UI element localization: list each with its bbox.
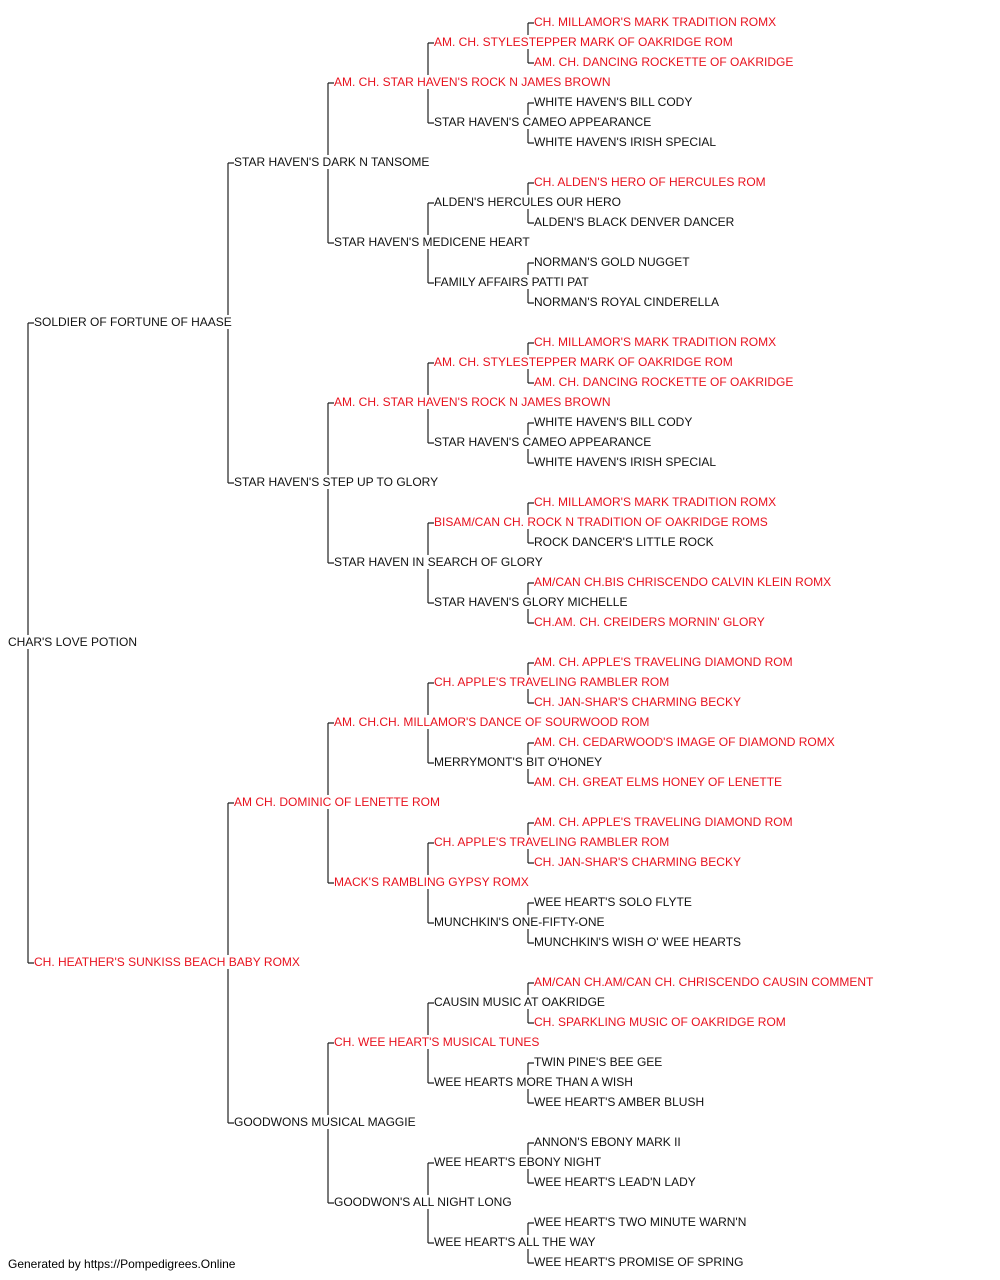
- ancestor-name: WEE HEART'S EBONY NIGHT: [434, 1155, 604, 1169]
- ancestor-name: CH. MILLAMOR'S MARK TRADITION ROMX: [534, 335, 779, 349]
- ancestor-name: GOODWONS MUSICAL MAGGIE: [234, 1115, 418, 1129]
- ancestor-name: WEE HEART'S TWO MINUTE WARN'N: [534, 1215, 749, 1229]
- ancestor-name: MACK'S RAMBLING GYPSY ROMX: [334, 875, 531, 889]
- ancestor-name: STAR HAVEN IN SEARCH OF GLORY: [334, 555, 545, 569]
- ancestor-name: CH. JAN-SHAR'S CHARMING BECKY: [534, 855, 743, 869]
- ancestor-name: STAR HAVEN'S CAMEO APPEARANCE: [434, 115, 654, 129]
- ancestor-name: AM. CH. APPLE'S TRAVELING DIAMOND ROM: [534, 655, 795, 669]
- ancestor-name: MERRYMONT'S BIT O'HONEY: [434, 755, 605, 769]
- ancestor-name: AM. CH.CH. MILLAMOR'S DANCE OF SOURWOOD …: [334, 715, 652, 729]
- ancestor-name: WEE HEARTS MORE THAN A WISH: [434, 1075, 635, 1089]
- ancestor-name: NORMAN'S ROYAL CINDERELLA: [534, 295, 721, 309]
- ancestor-name: AM. CH. STYLESTEPPER MARK OF OAKRIDGE RO…: [434, 355, 735, 369]
- ancestor-name: ANNON'S EBONY MARK II: [534, 1135, 683, 1149]
- ancestor-name: AM. CH. STAR HAVEN'S ROCK N JAMES BROWN: [334, 395, 613, 409]
- ancestor-name: ALDEN'S BLACK DENVER DANCER: [534, 215, 737, 229]
- ancestor-name: BISAM/CAN CH. ROCK N TRADITION OF OAKRID…: [434, 515, 770, 529]
- ancestor-name: TWIN PINE'S BEE GEE: [534, 1055, 665, 1069]
- ancestor-name: CH. APPLE'S TRAVELING RAMBLER ROM: [434, 675, 672, 689]
- ancestor-name: STAR HAVEN'S GLORY MICHELLE: [434, 595, 630, 609]
- ancestor-name: FAMILY AFFAIRS PATTI PAT: [434, 275, 591, 289]
- ancestor-name: CAUSIN MUSIC AT OAKRIDGE: [434, 995, 607, 1009]
- ancestor-name: AM. CH. STYLESTEPPER MARK OF OAKRIDGE RO…: [434, 35, 735, 49]
- ancestor-name: STAR HAVEN'S MEDICENE HEART: [334, 235, 532, 249]
- ancestor-name: CH. MILLAMOR'S MARK TRADITION ROMX: [534, 495, 779, 509]
- ancestor-name: WHITE HAVEN'S IRISH SPECIAL: [534, 455, 719, 469]
- ancestor-name: WHITE HAVEN'S BILL CODY: [534, 415, 695, 429]
- ancestor-name: MUNCHKIN'S WISH O' WEE HEARTS: [534, 935, 744, 949]
- ancestor-name: CH. WEE HEART'S MUSICAL TUNES: [334, 1035, 542, 1049]
- ancestor-name: WEE HEART'S LEAD'N LADY: [534, 1175, 698, 1189]
- ancestor-name: WEE HEART'S PROMISE OF SPRING: [534, 1255, 746, 1269]
- ancestor-name: CH. ALDEN'S HERO OF HERCULES ROM: [534, 175, 768, 189]
- ancestor-name: AM. CH. DANCING ROCKETTE OF OAKRIDGE: [534, 375, 796, 389]
- ancestor-name: WHITE HAVEN'S BILL CODY: [534, 95, 695, 109]
- ancestor-name: WEE HEART'S ALL THE WAY: [434, 1235, 598, 1249]
- ancestor-name: AM. CH. APPLE'S TRAVELING DIAMOND ROM: [534, 815, 795, 829]
- ancestor-name: CH.AM. CH. CREIDERS MORNIN' GLORY: [534, 615, 767, 629]
- ancestor-name: AM. CH. GREAT ELMS HONEY OF LENETTE: [534, 775, 785, 789]
- ancestor-name: STAR HAVEN'S STEP UP TO GLORY: [234, 475, 441, 489]
- ancestor-name: MUNCHKIN'S ONE-FIFTY-ONE: [434, 915, 607, 929]
- ancestor-name: AM. CH. DANCING ROCKETTE OF OAKRIDGE: [534, 55, 796, 69]
- ancestor-name: STAR HAVEN'S DARK N TANSOME: [234, 155, 432, 169]
- ancestor-name: AM. CH. CEDARWOOD'S IMAGE OF DIAMOND ROM…: [534, 735, 837, 749]
- ancestor-name: CH. HEATHER'S SUNKISS BEACH BABY ROMX: [34, 955, 302, 969]
- ancestor-name: GOODWON'S ALL NIGHT LONG: [334, 1195, 514, 1209]
- subject-dog-name: CHAR'S LOVE POTION: [8, 635, 139, 649]
- ancestor-name: WHITE HAVEN'S IRISH SPECIAL: [534, 135, 719, 149]
- ancestor-name: CH. SPARKLING MUSIC OF OAKRIDGE ROM: [534, 1015, 788, 1029]
- ancestor-name: AM CH. DOMINIC OF LENETTE ROM: [234, 795, 443, 809]
- ancestor-name: WEE HEART'S AMBER BLUSH: [534, 1095, 707, 1109]
- generated-by-footer: Generated by https://Pompedigrees.Online: [8, 1257, 238, 1271]
- ancestor-name: AM/CAN CH.BIS CHRISCENDO CALVIN KLEIN RO…: [534, 575, 834, 589]
- ancestor-name: CH. JAN-SHAR'S CHARMING BECKY: [534, 695, 743, 709]
- ancestor-name: ROCK DANCER'S LITTLE ROCK: [534, 535, 716, 549]
- ancestor-name: CH. APPLE'S TRAVELING RAMBLER ROM: [434, 835, 672, 849]
- ancestor-name: WEE HEART'S SOLO FLYTE: [534, 895, 694, 909]
- ancestor-name: SOLDIER OF FORTUNE OF HAASE: [34, 315, 234, 329]
- ancestor-name: AM. CH. STAR HAVEN'S ROCK N JAMES BROWN: [334, 75, 613, 89]
- ancestor-name: ALDEN'S HERCULES OUR HERO: [434, 195, 623, 209]
- ancestor-name: STAR HAVEN'S CAMEO APPEARANCE: [434, 435, 654, 449]
- ancestor-name: AM/CAN CH.AM/CAN CH. CHRISCENDO CAUSIN C…: [534, 975, 876, 989]
- ancestor-name: CH. MILLAMOR'S MARK TRADITION ROMX: [534, 15, 779, 29]
- ancestor-name: NORMAN'S GOLD NUGGET: [534, 255, 692, 269]
